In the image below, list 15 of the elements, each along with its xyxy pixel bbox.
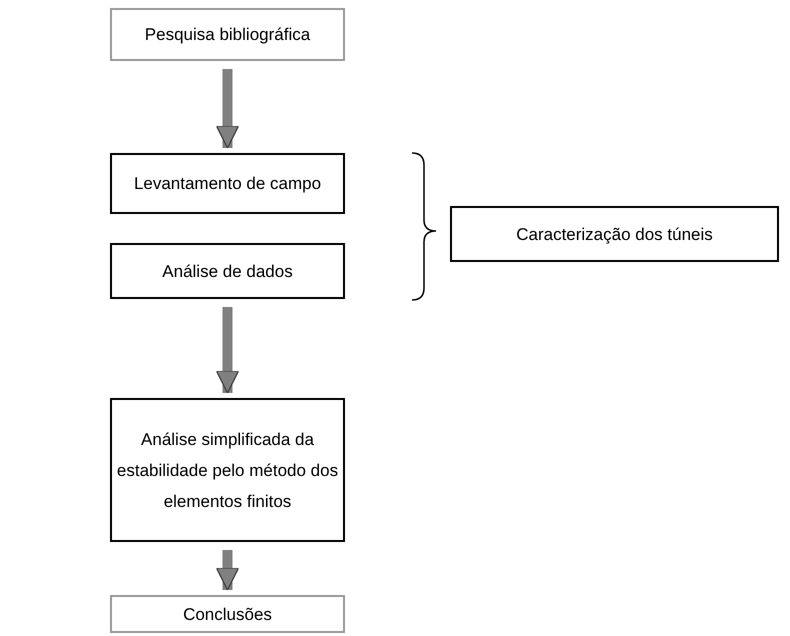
process-box	[110, 243, 345, 299]
box-label: Pesquisa bibliográfica	[144, 24, 310, 46]
process-box	[110, 595, 345, 633]
summary-box	[450, 206, 779, 262]
block-arrow	[216, 307, 240, 394]
block-arrow	[216, 69, 240, 149]
process-box	[110, 8, 345, 61]
box-label: Análise de dados	[162, 260, 293, 282]
box-label: Caracterização dos túneis	[516, 224, 713, 246]
process-box	[110, 153, 345, 214]
box-label: Análise simplificada da estabilidade pelo método dos elementos finitos	[116, 428, 340, 512]
process-box	[110, 398, 345, 542]
box-label: Levantamento de campo	[134, 173, 322, 195]
block-arrow	[216, 550, 240, 591]
box-label: Conclusões	[183, 604, 272, 626]
